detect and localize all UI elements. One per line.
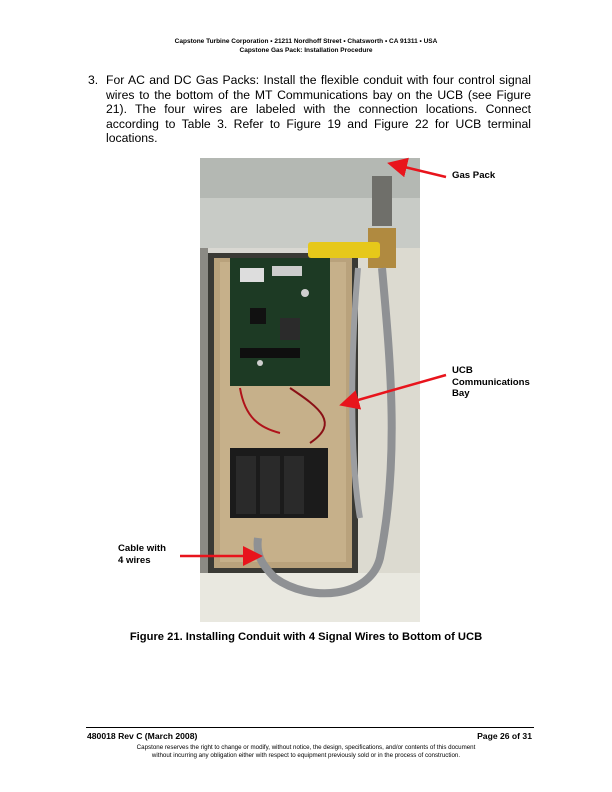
footer-doc-id: 480018 Rev C (March 2008) <box>87 731 198 741</box>
page-header: Capstone Turbine Corporation • 21211 Nor… <box>0 37 612 55</box>
figure-caption: Figure 21. Installing Conduit with 4 Sig… <box>129 631 483 643</box>
footer-disclaimer: Capstone reserves the right to change or… <box>0 744 612 760</box>
step-number: 3. <box>88 73 99 87</box>
gas-pack-callout: Gas Pack <box>452 170 496 181</box>
procedure-step: 3. For AC and DC Gas Packs: Install the … <box>88 73 531 146</box>
footer-page-number: Page 26 of 31 <box>477 731 532 741</box>
figure-photo <box>200 158 420 622</box>
ucb-bay-callout: UCB Communications Bay <box>452 365 530 400</box>
header-company-line: Capstone Turbine Corporation • 21211 Nor… <box>174 38 438 45</box>
footer-note-line1: Capstone reserves the right to change or… <box>136 744 476 751</box>
ucb-callout-line1: UCB <box>452 365 473 376</box>
ucb-callout-line3: Bay <box>452 388 470 399</box>
cable-callout: Cable with 4 wires <box>118 543 166 566</box>
footer-divider <box>86 727 534 728</box>
ucb-callout-line2: Communications <box>452 376 530 388</box>
header-document-title: Capstone Gas Pack: Installation Procedur… <box>239 47 373 54</box>
footer-note-line2: without incurring any obligation either … <box>151 752 461 759</box>
cable-callout-line1: Cable with <box>118 543 166 554</box>
step-text: For AC and DC Gas Packs: Install the fle… <box>106 73 531 146</box>
installation-photo <box>200 158 420 622</box>
cable-callout-line2: 4 wires <box>118 554 151 566</box>
